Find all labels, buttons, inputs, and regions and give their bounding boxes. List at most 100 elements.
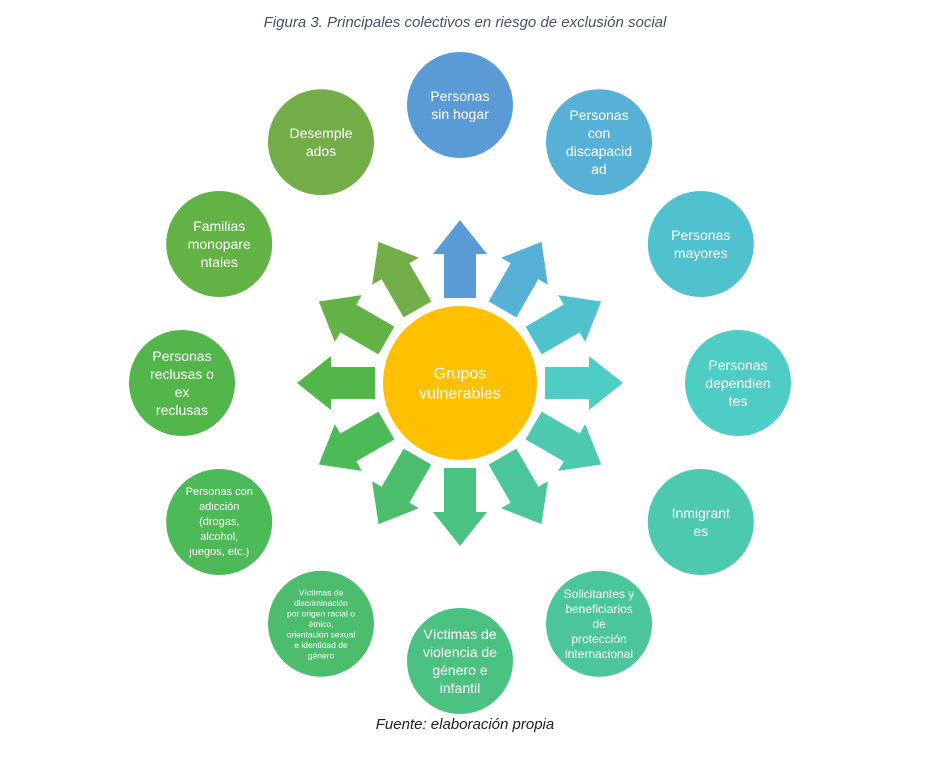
node-circle: [647, 469, 754, 575]
arrow-shape: [297, 356, 375, 410]
arrow-shape: [433, 468, 487, 546]
node-label: de: [592, 617, 606, 631]
arrows-layer: [297, 220, 623, 546]
node-sin-hogar: Personas sin hogar: [407, 52, 513, 158]
arrow-shape: [488, 448, 548, 525]
node-label: tes: [729, 393, 748, 409]
node-circle: [166, 191, 273, 297]
arrow-shape: [372, 448, 432, 525]
node-label: Solicitantes y: [564, 587, 635, 601]
node-label: por origen racial o: [287, 608, 355, 618]
node-label: reclusas o: [150, 366, 214, 382]
node-label: protección: [571, 632, 626, 646]
node-label: alcohol,: [200, 531, 238, 543]
center-label: vulnerables: [419, 386, 501, 403]
node-label: adicción: [199, 501, 239, 513]
arrow-shape: [488, 241, 548, 318]
node-label: (drogas,: [199, 516, 239, 528]
node-circle: [546, 570, 652, 677]
node-label: reclusas: [156, 402, 208, 418]
center-label: Grupos: [434, 366, 486, 383]
node-monoparentales: Familias monopare ntales: [166, 191, 273, 297]
node-circle: [685, 330, 791, 436]
node-label: con: [588, 125, 611, 141]
arrow-mayores: [525, 295, 602, 355]
arrow-shape: [318, 295, 395, 355]
arrow-desempleados: [372, 241, 432, 318]
node-label: género e: [432, 662, 487, 678]
node-label: es: [693, 523, 708, 539]
node-circle: [166, 469, 273, 575]
arrow-shape: [372, 241, 432, 318]
node-circle: [268, 89, 374, 196]
node-label: violencia de: [423, 644, 497, 660]
node-label: Personas: [152, 348, 211, 364]
arrow-shape: [545, 356, 623, 410]
node-label: ad: [591, 161, 607, 177]
node-label: ados: [306, 143, 336, 159]
node-label: monopare: [188, 236, 251, 252]
node-label: Familias: [193, 218, 245, 234]
arrow-inmigrantes: [525, 411, 602, 471]
node-circle: [647, 191, 754, 297]
node-label: mayores: [674, 245, 728, 261]
node-label: sin hogar: [431, 106, 489, 122]
node-label: Personas: [671, 227, 730, 243]
node-label: género: [308, 650, 335, 660]
node-label: ex: [175, 384, 190, 400]
arrow-sin-hogar: [433, 220, 487, 298]
node-label: dependien: [705, 375, 770, 391]
node-reclusas: Personas reclusas o ex reclusas: [129, 330, 235, 436]
node-mayores: Personas mayores: [647, 191, 754, 297]
node-label: Personas: [430, 88, 489, 104]
center-node: Grupos vulnerables: [383, 306, 537, 460]
node-proteccion-internacional: Solicitantes ybeneficiariosdeproteccióni…: [546, 570, 652, 677]
figure-source: Fuente: elaboración propia: [375, 716, 555, 733]
node-label: discapacid: [566, 143, 632, 159]
arrow-reclusas: [297, 356, 375, 410]
node-label: Víctimas de: [423, 626, 496, 642]
arrow-shape: [318, 411, 395, 471]
node-label: orientación sexual: [287, 629, 356, 639]
node-label: Personas: [708, 357, 767, 373]
arrow-discriminacion: [372, 448, 432, 525]
node-discapacidad: Personas con discapacid ad: [546, 89, 652, 196]
node-label: Víctimas de: [299, 587, 344, 597]
figure-title: Figura 3. Principales colectivos en ries…: [263, 14, 667, 31]
node-circle: [407, 52, 513, 158]
node-circle: [546, 89, 652, 196]
node-label: beneficiarios: [565, 602, 632, 616]
node-label: juegos, etc.): [188, 546, 249, 558]
arrow-violencia: [433, 468, 487, 546]
node-label: e identidad de: [294, 640, 348, 650]
node-violencia: Víctimas de violencia de género e infantil: [407, 608, 513, 714]
arrow-shape: [433, 220, 487, 298]
arrow-proteccion-internacional: [488, 448, 548, 525]
node-circle: [268, 570, 374, 677]
node-dependientes: Personas dependien tes: [685, 330, 791, 436]
arrow-discapacidad: [488, 241, 548, 318]
node-desempleados: Desemple ados: [268, 89, 374, 196]
node-circle: [129, 330, 235, 436]
node-adiccion: Personas con adicción (drogas, alcohol, jueg…: [166, 469, 273, 575]
node-circle: [407, 608, 513, 714]
arrow-dependientes: [545, 356, 623, 410]
node-label: Desemple: [289, 125, 352, 141]
node-label: ntales: [201, 254, 238, 270]
node-label: discriminación: [294, 598, 348, 608]
node-label: Personas: [569, 107, 628, 123]
node-label: infantil: [440, 680, 480, 696]
node-label: étnico,: [308, 619, 333, 629]
arrow-shape: [525, 411, 602, 471]
node-label: Personas con: [186, 486, 253, 498]
arrow-monoparentales: [318, 295, 395, 355]
node-label: Inmigrant: [672, 505, 730, 521]
node-inmigrantes: Inmigrant es: [647, 469, 754, 575]
arrow-adiccion: [318, 411, 395, 471]
arrow-shape: [525, 295, 602, 355]
node-label: internacional: [565, 647, 633, 661]
center-circle: [383, 306, 537, 460]
